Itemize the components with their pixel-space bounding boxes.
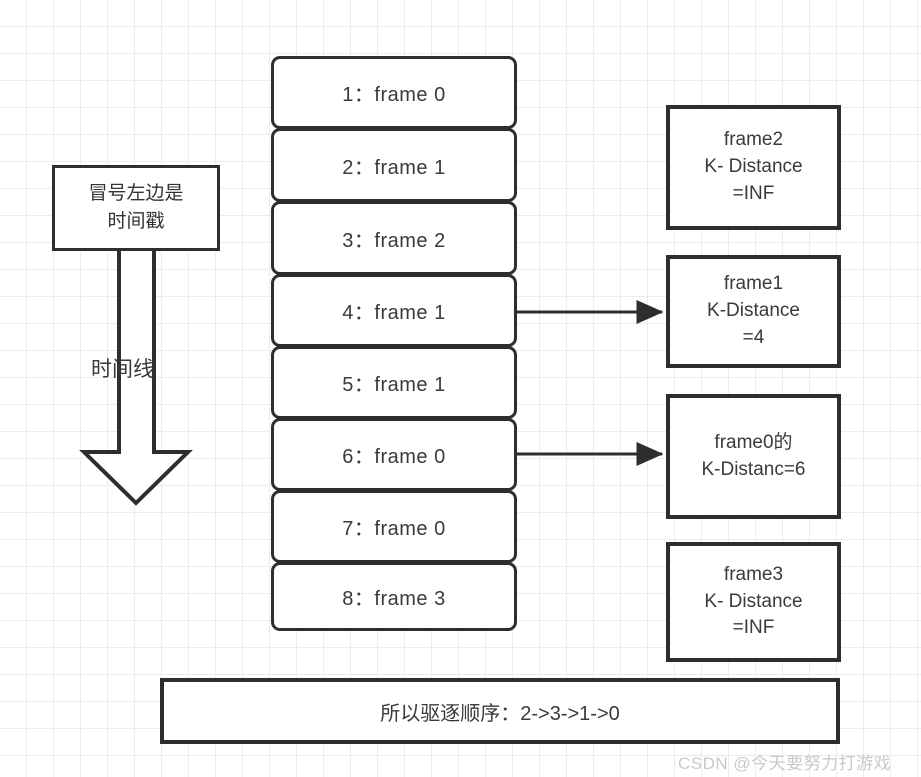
- timestamp-note-label: 冒号左边是 时间戳: [88, 183, 184, 232]
- stack-cell-6-label: 6：frame 0: [342, 446, 446, 468]
- info-box-frame2-label: frame2 K- Distance =INF: [704, 129, 803, 204]
- eviction-order-box[interactable]: 所以驱逐顺序：2->3->1->0: [160, 678, 840, 744]
- stack-cell-1-label: 1：frame 0: [342, 84, 446, 106]
- stack-cell-1[interactable]: 1：frame 0: [271, 56, 517, 129]
- eviction-order-label: 所以驱逐顺序：2->3->1->0: [380, 702, 620, 725]
- stack-cell-8-label: 8：frame 3: [342, 588, 446, 610]
- stack-cell-4[interactable]: 4：frame 1: [271, 274, 517, 347]
- stack-cell-7-label: 7：frame 0: [342, 518, 446, 540]
- timestamp-note-box: 冒号左边是 时间戳: [52, 165, 220, 251]
- info-box-frame3[interactable]: frame3 K- Distance =INF: [666, 542, 841, 662]
- stack-cell-4-label: 4：frame 1: [342, 302, 446, 324]
- stack-cell-3-label: 3：frame 2: [342, 229, 446, 252]
- stack-cell-8[interactable]: 8：frame 3: [271, 562, 517, 631]
- timeline-axis-label: 时间线: [91, 358, 154, 381]
- stack-cell-6[interactable]: 6：frame 0: [271, 418, 517, 491]
- info-box-frame0[interactable]: frame0的 K-Distanc=6: [666, 394, 841, 519]
- watermark-label: CSDN @今天要努力打游戏: [678, 754, 892, 773]
- stack-cell-5-label: 5：frame 1: [342, 374, 446, 396]
- stack-cell-3[interactable]: 3：frame 2: [271, 201, 517, 275]
- stack-cell-7[interactable]: 7：frame 0: [271, 490, 517, 563]
- info-box-frame3-label: frame3 K- Distance =INF: [704, 563, 803, 639]
- info-box-frame0-label: frame0的 K-Distanc=6: [701, 431, 806, 480]
- stack-cell-2-label: 2：frame 1: [342, 156, 446, 179]
- info-box-frame1[interactable]: frame1 K-Distance =4: [666, 255, 841, 368]
- info-box-frame1-label: frame1 K-Distance =4: [707, 273, 800, 348]
- stack-cell-5[interactable]: 5：frame 1: [271, 346, 517, 419]
- stack-cell-2[interactable]: 2：frame 1: [271, 128, 517, 202]
- info-box-frame2[interactable]: frame2 K- Distance =INF: [666, 105, 841, 230]
